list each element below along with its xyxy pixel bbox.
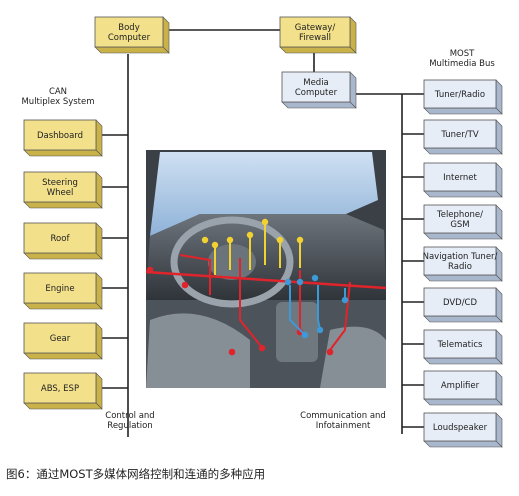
most-box-1-label: Tuner/TV bbox=[440, 130, 478, 140]
most-box-6-label: Telematics bbox=[437, 340, 483, 350]
can-box-2: Roof bbox=[23, 222, 103, 260]
most-box-0-label: Tuner/Radio bbox=[434, 90, 485, 100]
can-box-3: Engine bbox=[23, 272, 103, 310]
gateway-firewall-box-label: Gateway/Firewall bbox=[295, 23, 336, 43]
most-box-5: DVD/CD bbox=[423, 287, 503, 323]
most-box-7: Amplifier bbox=[423, 370, 503, 406]
most-box-3: Telephone/GSM bbox=[423, 204, 503, 240]
figure-caption: 图6：通过MOST多媒体网络控制和连通的多种应用 bbox=[6, 467, 266, 481]
yellow-wiring bbox=[201, 218, 304, 275]
can-box-4: Gear bbox=[23, 322, 103, 360]
most-box-5-label: DVD/CD bbox=[443, 298, 478, 308]
most-box-8-label: Loudspeaker bbox=[433, 423, 488, 433]
can-box-2-label: Roof bbox=[51, 234, 71, 244]
most-box-4-label: Navigation Tuner/Radio bbox=[423, 252, 498, 272]
most-box-2-label: Internet bbox=[443, 173, 477, 183]
can-box-0: Dashboard bbox=[23, 119, 103, 157]
gateway-firewall-box: Gateway/Firewall bbox=[279, 16, 357, 54]
blue-wiring bbox=[284, 274, 349, 339]
most-box-2: Internet bbox=[423, 162, 503, 198]
car-interior-image bbox=[145, 150, 387, 388]
most-box-8: Loudspeaker bbox=[423, 412, 503, 448]
can-box-5-label: ABS, ESP bbox=[41, 384, 79, 394]
most-box-3-label: Telephone/GSM bbox=[436, 210, 483, 230]
most-box-0: Tuner/Radio bbox=[423, 79, 503, 115]
most-box-6: Telematics bbox=[423, 329, 503, 365]
can-box-5: ABS, ESP bbox=[23, 372, 103, 410]
most-box-1: Tuner/TV bbox=[423, 119, 503, 155]
can-box-4-label: Gear bbox=[50, 334, 71, 344]
can-box-0-label: Dashboard bbox=[37, 131, 83, 141]
can-box-3-label: Engine bbox=[45, 284, 74, 294]
most-box-4: Navigation Tuner/Radio bbox=[423, 246, 503, 282]
most-box-7-label: Amplifier bbox=[441, 381, 480, 391]
